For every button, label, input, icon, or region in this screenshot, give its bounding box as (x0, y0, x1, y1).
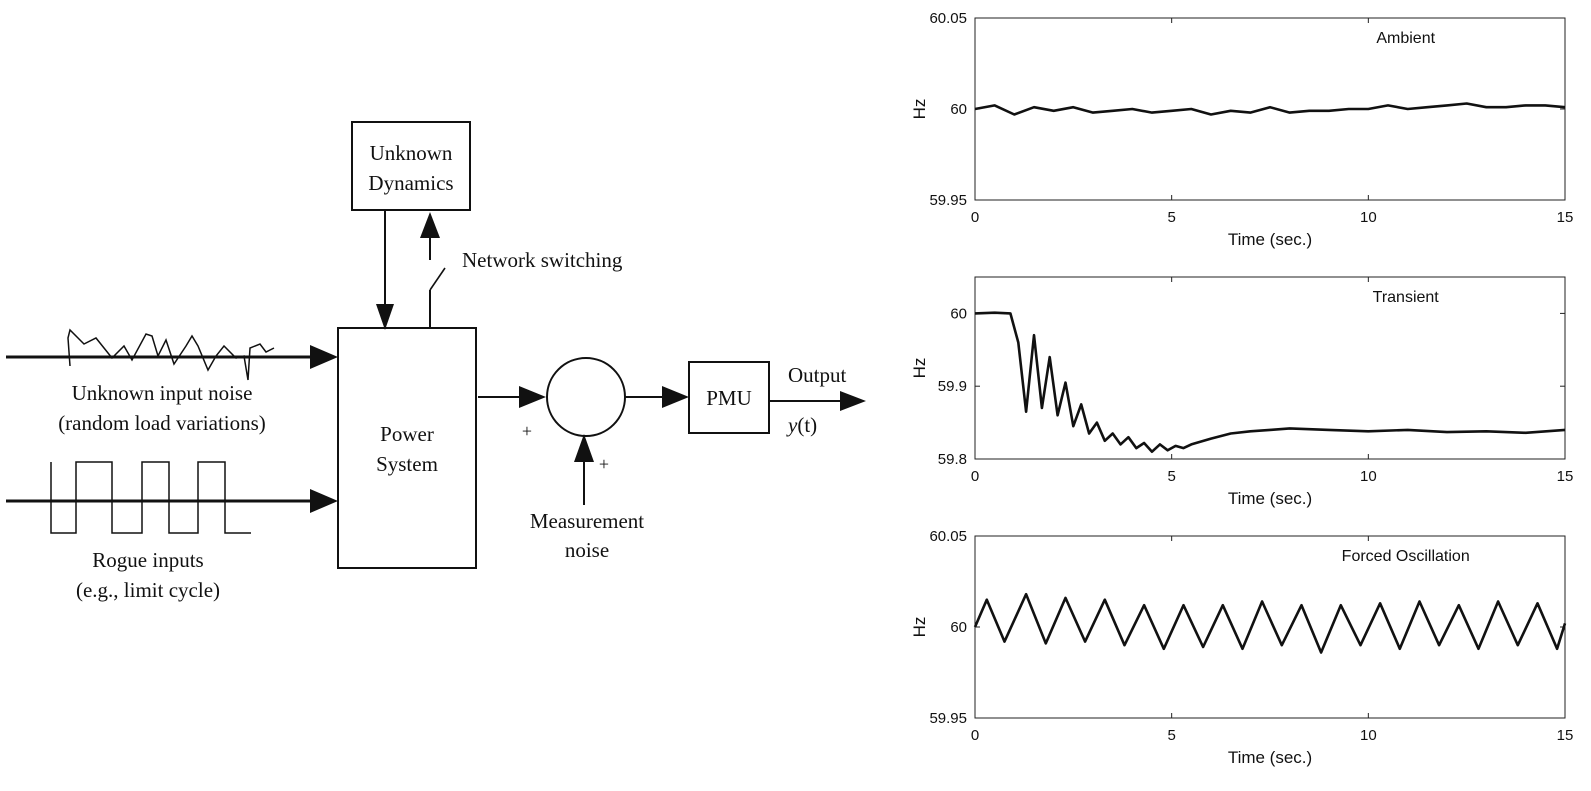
chart-forced-oscillation-axes-box (974, 535, 1566, 719)
feedback-arrowhead (420, 212, 440, 238)
chart-ambient-xtick-label: 10 (1360, 209, 1377, 226)
power-system-label-line1: Power (380, 422, 434, 446)
chart-ambient-xtick-label: 0 (971, 209, 979, 226)
power-system-block (337, 327, 477, 569)
power-system-label-line2: System (376, 452, 438, 476)
block-diagram: Unknown Dynamics Network switching Power… (6, 121, 866, 602)
chart-forced-oscillation-ytick-label: 60.05 (929, 528, 967, 545)
measurement-noise-arrowhead (574, 434, 594, 462)
chart-transient-ytick-label: 59.9 (938, 378, 967, 395)
chart-forced-oscillation-ytick-label: 59.95 (929, 710, 967, 727)
pmu-label: PMU (706, 386, 752, 410)
pmu-block (688, 361, 770, 434)
output-signal-arg: (t) (797, 413, 817, 437)
rogue-inputs-label-line1: Rogue inputs (92, 548, 203, 572)
system-to-sum-arrowhead (519, 386, 546, 408)
chart-transient-ytick-label: 60 (950, 305, 967, 322)
output-signal-var: y (786, 413, 798, 437)
chart-ambient-series-line (974, 102, 1566, 116)
output-label: Output (788, 363, 847, 387)
sum-plus-bottom: + (599, 454, 609, 474)
chart-ambient-xlabel: Time (sec.) (1228, 230, 1312, 249)
chart-ambient-xtick-label: 5 (1167, 209, 1175, 226)
chart-forced-oscillation-xtick-label: 5 (1167, 727, 1175, 744)
chart-forced-oscillation-xtick-label: 10 (1360, 727, 1377, 744)
chart-ambient-title: Ambient (1376, 30, 1435, 47)
sum-to-pmu-arrowhead (662, 386, 689, 408)
dynamics-arrowhead (376, 304, 394, 330)
rogue-inputs-label-line2: (e.g., limit cycle) (76, 578, 220, 602)
measurement-noise-label-line2: noise (565, 538, 609, 562)
input-noise-label-line1: Unknown input noise (72, 381, 253, 405)
chart-forced-oscillation-title: Forced Oscillation (1342, 548, 1470, 565)
chart-ambient-ytick-label: 60 (950, 101, 967, 118)
chart-transient-xtick-label: 0 (971, 468, 979, 485)
unknown-dynamics-label-line1: Unknown (370, 141, 453, 165)
network-switching-label: Network switching (462, 248, 623, 272)
measurement-noise-label-line1: Measurement (530, 509, 644, 533)
chart-forced-oscillation-xtick-label: 0 (971, 727, 979, 744)
chart-transient-xtick-label: 15 (1557, 468, 1574, 485)
chart-transient-xtick-label: 5 (1167, 468, 1175, 485)
chart-transient-xtick-label: 10 (1360, 468, 1377, 485)
output-signal-label: y(t) (786, 413, 817, 437)
chart-ambient-ytick-label: 60.05 (929, 10, 967, 27)
sum-plus-left: + (522, 421, 532, 441)
chart-forced-oscillation-ylabel: Hz (910, 617, 929, 638)
chart-transient-series-line (974, 311, 1566, 453)
output-arrowhead (840, 391, 866, 411)
input-noise-label-line2: (random load variations) (58, 411, 266, 435)
chart-forced-oscillation-ytick-label: 60 (950, 619, 967, 636)
chart-forced-oscillation-xlabel: Time (sec.) (1228, 748, 1312, 767)
chart-ambient-ytick-label: 59.95 (929, 192, 967, 209)
square-wave-signal-icon (50, 461, 251, 534)
unknown-dynamics-label-line2: Dynamics (368, 171, 453, 195)
chart-forced-oscillation-series-line (973, 592, 1567, 654)
chart-transient-title: Transient (1373, 289, 1440, 306)
chart-ambient-xtick-label: 15 (1557, 209, 1574, 226)
chart-ambient-ylabel: Hz (910, 99, 929, 120)
chart-forced-oscillation-xtick-label: 15 (1557, 727, 1574, 744)
random-noise-signal-icon (67, 328, 275, 381)
unknown-dynamics-block (351, 121, 471, 211)
network-switch (429, 267, 446, 291)
input-noise-arrowhead (310, 345, 338, 369)
chart-transient-ylabel: Hz (910, 358, 929, 379)
chart-transient-xlabel: Time (sec.) (1228, 489, 1312, 508)
chart-transient-axes-box (974, 276, 1566, 460)
rogue-input-arrowhead (310, 489, 338, 513)
summing-junction (546, 357, 626, 437)
chart-transient-ytick-label: 59.8 (938, 451, 967, 468)
